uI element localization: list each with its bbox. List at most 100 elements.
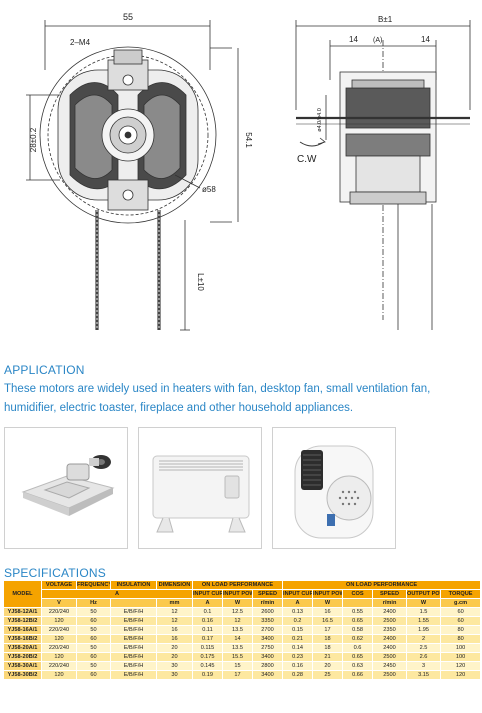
model-cell: YJ58-20B/2	[3, 652, 42, 662]
unit-cell: r/min	[372, 598, 408, 608]
table-cell: 1.55	[406, 616, 442, 626]
table-cell: 18	[312, 643, 344, 653]
table-cell: 12.5	[222, 607, 253, 617]
model-cell: YJ58-12A/1	[3, 607, 42, 617]
unit-cell: W	[222, 598, 253, 608]
model-cell: YJ58-30A/1	[3, 661, 42, 671]
unit-cell: A	[192, 598, 223, 608]
table-cell: E/B/F/H	[110, 670, 157, 680]
table-cell: 1.95	[406, 625, 442, 635]
table-cell: 2750	[251, 643, 284, 653]
table-cell: 220/240	[41, 607, 77, 617]
table-cell: 2500	[372, 670, 408, 680]
table-cell: 2400	[372, 634, 408, 644]
dim-a: (A)	[373, 37, 382, 44]
table-cell: 0.28	[282, 670, 314, 680]
header-voltage: VOLTAGE	[41, 580, 77, 590]
dim-54: 54.1	[244, 132, 253, 148]
table-cell: 20	[156, 652, 193, 662]
table-cell: 50	[76, 607, 111, 617]
photo-fan-heater	[272, 427, 396, 549]
header-output-power: OUTPUT POWER	[406, 589, 442, 599]
dim-55: 55	[123, 12, 133, 22]
table-cell: 2450	[372, 661, 408, 671]
table-units-row: V Hz mm A W r/min A W r/min W g.cm	[4, 598, 482, 608]
header-speed-2: SPEED	[372, 589, 408, 599]
unit-cell: V	[41, 598, 77, 608]
table-cell: 30	[156, 661, 193, 671]
table-cell: 120	[41, 652, 77, 662]
table-header-row-1: MODEL VOLTAGE FREQUENCY INSULATION DIMEN…	[3, 580, 482, 608]
table-cell: 0.55	[342, 607, 374, 617]
table-cell: 0.21	[282, 634, 314, 644]
dim-14a: 14	[349, 35, 358, 44]
table-cell: 120	[440, 670, 482, 680]
application-title: APPLICATION	[4, 363, 85, 377]
table-cell: E/B/F/H	[110, 652, 157, 662]
table-cell: 100	[440, 643, 482, 653]
dim-28: 28±0.2	[29, 127, 38, 152]
table-cell: 120	[41, 634, 77, 644]
table-cell: 0.13	[282, 607, 314, 617]
table-cell: 3350	[251, 616, 284, 626]
table-header-row-2: A INPUT CURRENT INPUT POWER SPEED INPUT …	[4, 589, 482, 599]
table-cell: 0.58	[342, 625, 374, 635]
table-cell: 3	[406, 661, 442, 671]
table-cell: 220/240	[41, 661, 77, 671]
header-input-power-2: INPUT POWER	[312, 589, 344, 599]
model-cell: YJ58-20A/1	[3, 643, 42, 653]
table-cell: 0.23	[282, 652, 314, 662]
unit-cell: r/min	[251, 598, 284, 608]
table-cell: 15.5	[222, 652, 253, 662]
unit-cell: g.cm	[440, 598, 482, 608]
unit-cell: Hz	[76, 598, 111, 608]
table-cell: 2.5	[406, 643, 442, 653]
table-cell: 120	[440, 661, 482, 671]
photo-ceiling-ventilation-fan	[4, 427, 128, 549]
table-cell: 17	[222, 670, 253, 680]
table-cell: 17	[312, 625, 344, 635]
header-on-load-2: ON LOAD PERFORMANCE	[282, 580, 482, 590]
table-cell: 220/240	[41, 625, 77, 635]
table-cell: 80	[440, 634, 482, 644]
table-cell: 12	[156, 607, 193, 617]
unit-cell: W	[312, 598, 344, 608]
unit-cell	[110, 598, 157, 608]
table-cell: 0.65	[342, 616, 374, 626]
table-cell: 60	[76, 652, 111, 662]
table-cell: 3400	[251, 634, 284, 644]
specifications-table: MODEL VOLTAGE FREQUENCY INSULATION DIMEN…	[3, 580, 482, 680]
table-cell: 60	[76, 616, 111, 626]
table-cell: 25	[312, 670, 344, 680]
dim-shaft: ø4.0/ø4.0	[317, 108, 323, 132]
header-frequency: FREQUENCY	[76, 580, 111, 590]
table-cell: 3400	[251, 652, 284, 662]
table-cell: 14	[222, 634, 253, 644]
header-insulation: INSULATION	[110, 580, 157, 590]
header-model: MODEL	[3, 580, 42, 608]
table-cell: 16.5	[312, 616, 344, 626]
header-cos: COS	[342, 589, 374, 599]
table-cell: 2800	[251, 661, 284, 671]
model-cell: YJ58-30B/2	[3, 670, 42, 680]
table-cell: 16	[312, 607, 344, 617]
table-cell: 0.2	[282, 616, 314, 626]
table-cell: E/B/F/H	[110, 634, 157, 644]
table-cell: 2400	[372, 643, 408, 653]
unit-cell: mm	[156, 598, 193, 608]
motor-technical-drawing: 55 2–M4 28±0.2 54.1 ø58 L±10 B±1 14 (A) …	[0, 0, 482, 350]
convector-heater-image	[139, 428, 261, 548]
table-cell: 0.65	[342, 652, 374, 662]
table-cell: 3.15	[406, 670, 442, 680]
header-dimension: DIMENSION	[156, 580, 193, 590]
application-text: These motors are widely used in heaters …	[4, 383, 431, 414]
table-cell: 20	[312, 661, 344, 671]
table-cell: 2.6	[406, 652, 442, 662]
table-cell: 50	[76, 625, 111, 635]
table-cell: 80	[440, 625, 482, 635]
